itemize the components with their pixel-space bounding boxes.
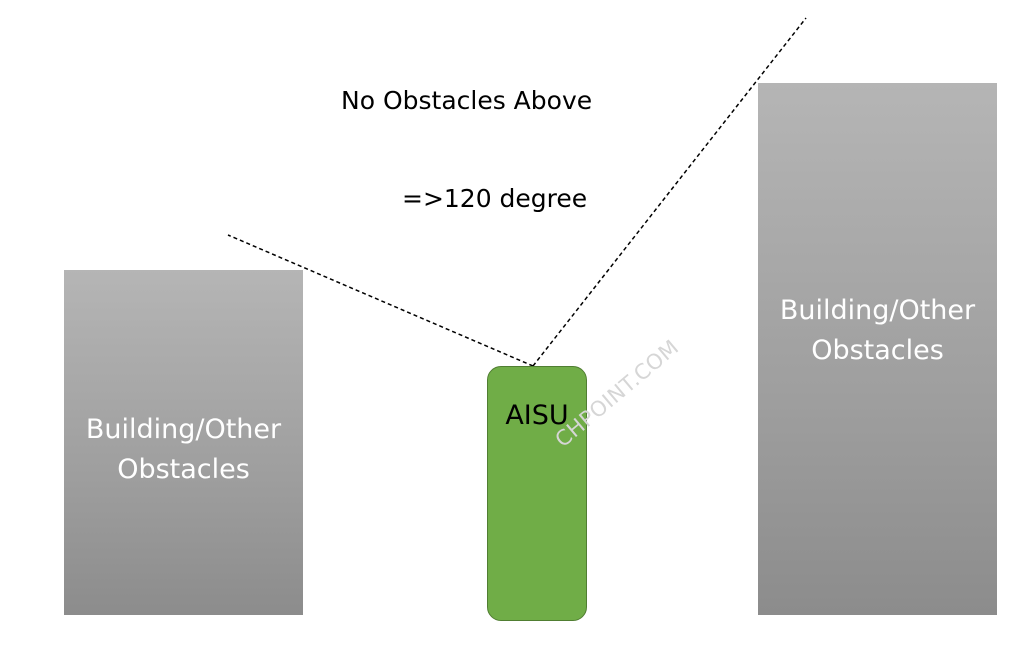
right-building-label-line2: Obstacles [811, 335, 944, 366]
right-building-label: Building/Other Obstacles [758, 291, 997, 371]
left-building-label-line2: Obstacles [117, 453, 250, 485]
aisu-device: AISU [487, 366, 587, 621]
right-building-label-line1: Building/Other [779, 295, 976, 326]
right-building: Building/Other Obstacles [758, 83, 997, 615]
angle-caption: =>120 degree [402, 184, 588, 213]
no-obstacles-caption: No Obstacles Above [341, 86, 593, 115]
left-building-label: Building/Other Obstacles [64, 410, 303, 490]
left-building-label-line1: Building/Other [85, 413, 282, 445]
left-building: Building/Other Obstacles [64, 270, 303, 615]
aisu-label: AISU [505, 400, 569, 431]
